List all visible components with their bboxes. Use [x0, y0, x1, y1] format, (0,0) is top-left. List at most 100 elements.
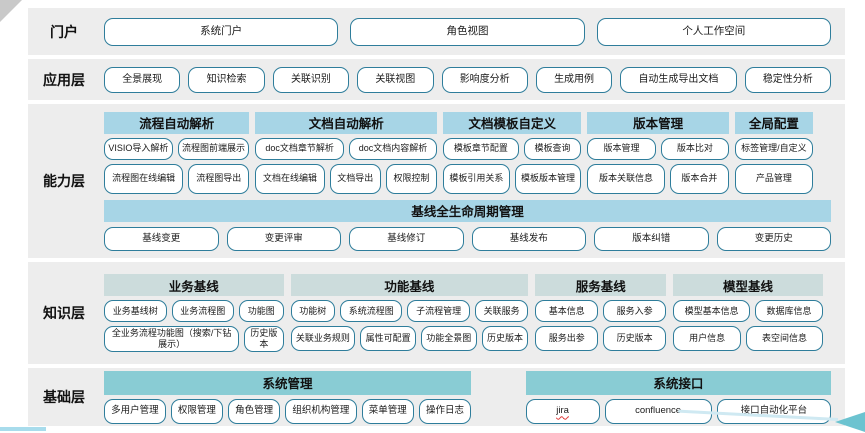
- group-header-doc-auto-parse: 文档自动解析: [255, 111, 438, 134]
- base-groups: 系统管理 多用户管理权限管理角色管理组织机构管理菜单管理操作日志 系统接口 ji…: [104, 370, 831, 424]
- item-box: 业务流程图: [171, 300, 235, 323]
- item-box: 影响度分析: [441, 66, 528, 93]
- item-box: 基线发布: [471, 226, 586, 251]
- band-content-portal: 系统门户角色视图个人工作空间: [100, 8, 845, 55]
- item-box: 模板引用关系: [443, 163, 510, 194]
- portal-item-row: 系统门户角色视图个人工作空间: [104, 17, 831, 46]
- item-box: 模板章节配置: [443, 137, 519, 160]
- layer-label-knowledge: 知识层: [43, 305, 85, 321]
- item-box: 变更评审: [226, 226, 341, 251]
- item-box: 权限管理: [170, 398, 224, 424]
- item-box: jira: [525, 398, 600, 424]
- item-box: 属性可配置: [360, 326, 416, 352]
- application-item-row: 全景展现知识检索关联识别关联视图影响度分析生成用例自动生成导出文档稳定性分析: [104, 66, 831, 93]
- group-header-service-baseline: 服务基线: [535, 274, 667, 297]
- item-box: 知识检索: [188, 66, 265, 93]
- item-box: 模板查询: [523, 137, 582, 160]
- item-box: 组织机构管理: [285, 398, 357, 424]
- item-box: 生成用例: [535, 66, 613, 93]
- item-box: 流程图前端展示: [177, 137, 250, 160]
- item-box: 版本比对: [660, 137, 730, 160]
- item-box: 历史版本: [603, 326, 667, 352]
- layer-label-application: 应用层: [43, 71, 85, 88]
- item-box: 关联视图: [357, 66, 434, 93]
- item-box: 权限控制: [385, 163, 438, 194]
- group-function-baseline: 功能基线 功能树系统流程图子流程管理关联服务关联业务规则属性可配置功能全景图历史…: [290, 274, 529, 352]
- group-header-version-management: 版本管理: [587, 111, 730, 134]
- knowledge-groups: 业务基线 业务基线树业务流程图功能图全业务流程功能图（搜索/下钻展示）历史版本 …: [104, 274, 831, 352]
- group-header-function-baseline: 功能基线: [290, 274, 529, 297]
- group-global-config: 全局配置 标签管理/自定义产品管理: [735, 111, 813, 194]
- left-arrow-icon: [835, 412, 865, 432]
- item-box: VISIO导入解析: [104, 137, 173, 160]
- item-row: 流程图在线编辑流程图导出: [104, 163, 250, 194]
- item-row: 多用户管理权限管理角色管理组织机构管理菜单管理操作日志: [104, 398, 472, 424]
- group-rows: 标签管理/自定义产品管理: [735, 134, 813, 194]
- item-row: 功能树系统流程图子流程管理关联服务: [290, 300, 529, 323]
- item-box: 自动生成导出文档: [620, 66, 737, 93]
- item-box: 关联业务规则: [290, 326, 356, 352]
- item-box: doc文档内容解析: [348, 137, 438, 160]
- group-header-global-config: 全局配置: [735, 111, 813, 134]
- group-service-baseline: 服务基线 基本信息服务入参服务出参历史版本: [535, 274, 667, 352]
- page-corner-fold-decoration: [0, 0, 22, 22]
- item-row: 产品管理: [735, 163, 813, 194]
- layer-band-portal: 门户 系统门户角色视图个人工作空间: [28, 8, 845, 55]
- item-row: 版本关联信息版本合并: [587, 163, 730, 194]
- item-box: 用户信息: [673, 326, 742, 352]
- item-box: 操作日志: [418, 398, 472, 424]
- item-row: 业务基线树业务流程图功能图: [104, 300, 284, 323]
- item-box: 功能树: [290, 300, 335, 323]
- item-box: 角色管理: [228, 398, 281, 424]
- item-row: 标签管理/自定义: [735, 137, 813, 160]
- item-box: doc文档章节解析: [255, 137, 344, 160]
- item-box: 子流程管理: [407, 300, 470, 323]
- item-box: 基线修订: [349, 226, 464, 251]
- group-rows: 模板章节配置模板查询模板引用关系模板版本管理: [443, 134, 582, 194]
- group-rows: VISIO导入解析流程图前端展示流程图在线编辑流程图导出: [104, 134, 250, 194]
- item-box: 流程图在线编辑: [104, 163, 184, 194]
- item-box: 变更历史: [716, 226, 831, 251]
- band-content-capability: 流程自动解析 VISIO导入解析流程图前端展示流程图在线编辑流程图导出 文档自动…: [100, 104, 845, 258]
- group-business-baseline: 业务基线 业务基线树业务流程图功能图全业务流程功能图（搜索/下钻展示）历史版本: [104, 274, 284, 352]
- baseline-item-row: 基线变更变更评审基线修订基线发布版本纠错变更历史: [104, 226, 831, 251]
- group-header-model-baseline: 模型基线: [673, 274, 823, 297]
- item-box: 流程图导出: [188, 163, 250, 194]
- group-doc-template-custom: 文档模板自定义 模板章节配置模板查询模板引用关系模板版本管理: [443, 111, 582, 194]
- item-box: 服务出参: [535, 326, 599, 352]
- group-rows: 多用户管理权限管理角色管理组织机构管理菜单管理操作日志: [104, 395, 472, 424]
- item-box: 全景展现: [104, 66, 181, 93]
- item-box: 服务入参: [603, 300, 667, 323]
- layer-label-base: 基础层: [43, 389, 85, 405]
- item-box: 关联服务: [474, 300, 529, 323]
- item-box: 菜单管理: [361, 398, 414, 424]
- group-header-system-interface: 系统接口: [525, 370, 831, 395]
- item-box: 数据库信息: [755, 300, 823, 323]
- item-row: 文档在线编辑文档导出权限控制: [255, 163, 438, 194]
- item-box: 版本合并: [669, 163, 730, 194]
- item-row: 模型基本信息数据库信息: [673, 300, 823, 323]
- item-box: 模板版本管理: [514, 163, 582, 194]
- group-rows: 基本信息服务入参服务出参历史版本: [535, 296, 667, 352]
- item-box: 全业务流程功能图（搜索/下钻展示）: [104, 326, 240, 352]
- item-box: 稳定性分析: [744, 66, 831, 93]
- item-row: VISIO导入解析流程图前端展示: [104, 137, 250, 160]
- item-box: 系统门户: [104, 17, 339, 46]
- item-box: 业务基线树: [104, 300, 167, 323]
- item-box: 历史版本: [244, 326, 284, 352]
- item-box: 文档在线编辑: [255, 163, 325, 194]
- item-row: 基本信息服务入参: [535, 300, 667, 323]
- item-row: 用户信息表空间信息: [673, 326, 823, 352]
- item-box: 角色视图: [350, 17, 585, 46]
- item-box: 关联识别: [272, 66, 350, 93]
- item-row: 关联业务规则属性可配置功能全景图历史版本: [290, 326, 529, 352]
- group-rows: 版本管理版本比对版本关联信息版本合并: [587, 134, 730, 194]
- item-row: 模板章节配置模板查询: [443, 137, 582, 160]
- group-model-baseline: 模型基线 模型基本信息数据库信息用户信息表空间信息: [673, 274, 823, 352]
